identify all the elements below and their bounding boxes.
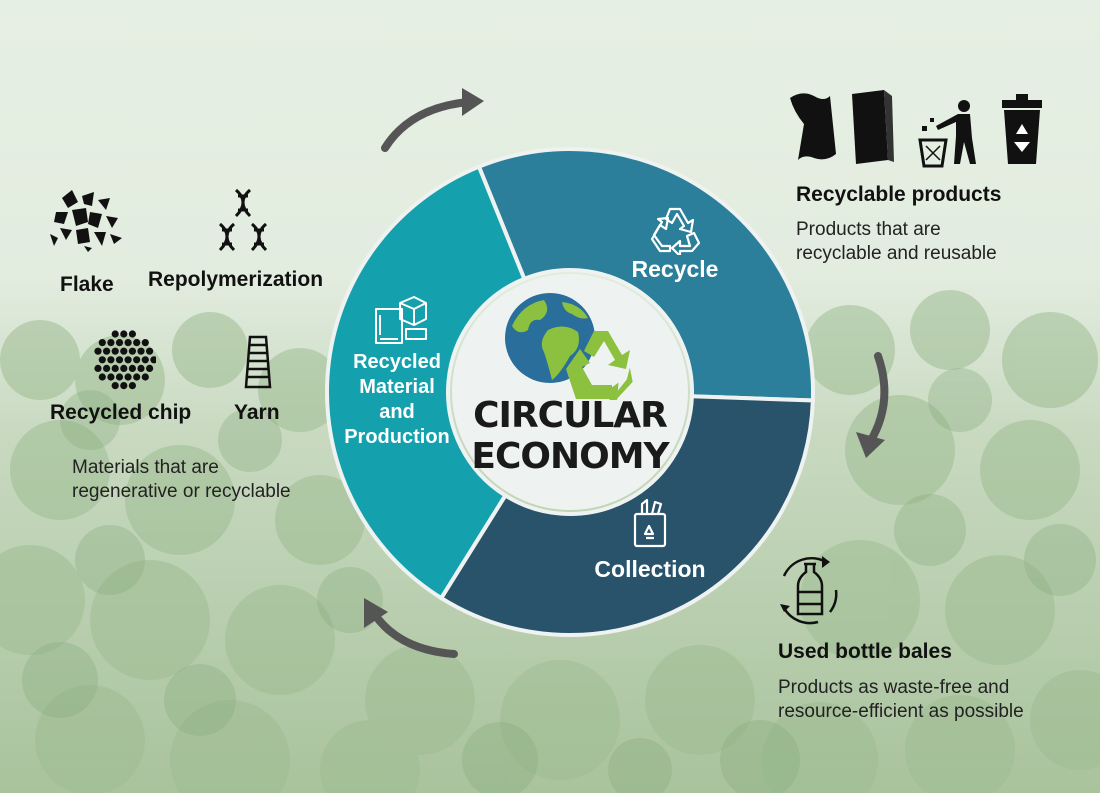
chip-dot: [137, 364, 145, 372]
bottle-cycle-icon: [780, 556, 838, 625]
products-desc-line2: recyclable and reusable: [796, 243, 997, 264]
chip-dot: [141, 356, 149, 364]
chip-dot: [124, 339, 132, 347]
chip-dot: [111, 382, 119, 390]
segment-collection-label: Collection: [594, 556, 706, 582]
segment-material-line4: Production: [344, 426, 450, 448]
arrow-top: [381, 98, 472, 152]
center-title: CIRCULAR ECONOMY: [470, 395, 670, 477]
chip-dot: [146, 347, 154, 355]
circular-ring: [325, 147, 815, 637]
center-title-line2: ECONOMY: [471, 436, 669, 477]
bales-desc-line1: Products as waste-free and: [778, 677, 1010, 698]
bales-title: Used bottle bales: [778, 640, 952, 663]
arrow-right-head: [856, 432, 885, 458]
yarn-icon: [244, 335, 272, 389]
chip-dot: [133, 373, 141, 381]
chip-dot: [98, 356, 106, 364]
products-title: Recyclable products: [796, 183, 1002, 206]
chip-dot: [103, 347, 111, 355]
materials-description: Materials that are regenerative or recyc…: [72, 456, 291, 504]
recycle-bin-icon: [1002, 94, 1042, 164]
segment-recycle: [476, 147, 815, 403]
chip-dot: [111, 330, 119, 338]
arrow-top-head: [462, 88, 484, 116]
blueprint-box-icon: [375, 296, 427, 344]
materials-desc-line2: regenerative or recyclable: [72, 481, 291, 502]
globe-icon: [505, 293, 633, 400]
chip-dot: [111, 364, 119, 372]
chip-dot: [115, 373, 124, 381]
chip-dot: [133, 356, 141, 364]
chip-dot: [141, 373, 149, 381]
board-icon: [852, 90, 894, 164]
flake-label: Flake: [60, 273, 114, 296]
segment-material-label: Recycled Material and Production: [332, 350, 462, 450]
chip-dot: [107, 356, 115, 364]
chip-dot: [98, 373, 106, 381]
segment-material-line2: Material: [359, 376, 435, 398]
flake-icon: [50, 190, 122, 252]
chip-dot: [115, 339, 124, 347]
collection-bag-icon: [633, 498, 667, 548]
chip-dot: [124, 373, 132, 381]
repolymerization-label: Repolymerization: [148, 268, 324, 291]
arrow-right: [866, 352, 889, 446]
products-description: Products that are recyclable and reusabl…: [796, 218, 997, 266]
materials-desc-line1: Materials that are: [72, 457, 219, 478]
chip-dot: [128, 382, 136, 390]
chip-dot: [128, 330, 136, 338]
litter-person-icon: [918, 100, 976, 168]
recyclable-products-icons: [790, 90, 1042, 168]
segment-material-line1: Recycled: [353, 351, 441, 373]
bales-desc-line2: resource-efficient as possible: [778, 701, 1024, 722]
segment-collection: [438, 394, 815, 637]
bales-description: Products as waste-free and resource-effi…: [778, 676, 1024, 724]
chip-dot: [128, 347, 136, 355]
chip-dot: [137, 347, 145, 355]
chip-dot: [94, 364, 102, 372]
chip-dot: [111, 347, 119, 355]
chip-dot: [115, 356, 124, 364]
chip-dot: [133, 339, 141, 347]
dna-icon: [218, 188, 268, 252]
chip-dot: [103, 364, 111, 372]
recycled-chip-label: Recycled chip: [50, 401, 192, 424]
chip-dot: [107, 339, 115, 347]
chip-dot: [98, 339, 106, 347]
chip-dot: [94, 347, 102, 355]
chip-dot: [120, 382, 128, 390]
arrow-bottom-head: [364, 598, 388, 628]
segment-material-line3: and: [379, 401, 415, 423]
chip-dot: [150, 356, 156, 364]
chip-dot: [107, 373, 115, 381]
chip-dot: [141, 339, 149, 347]
segment-recycle-label: Recycle: [631, 256, 719, 282]
yarn-label: Yarn: [234, 401, 280, 424]
recycle-icon: [650, 207, 701, 255]
chip-icon: [94, 330, 156, 390]
arrow-bottom: [371, 611, 458, 658]
chip-dot: [120, 364, 128, 372]
chip-dot: [120, 330, 128, 338]
segment-material: [325, 164, 527, 601]
center-title-line1: CIRCULAR: [473, 395, 668, 436]
paper-icon: [790, 93, 836, 160]
chip-dot: [128, 364, 136, 372]
chip-dot: [146, 364, 154, 372]
chip-dot: [120, 347, 128, 355]
products-desc-line1: Products that are: [796, 219, 941, 240]
chip-dot: [124, 356, 132, 364]
